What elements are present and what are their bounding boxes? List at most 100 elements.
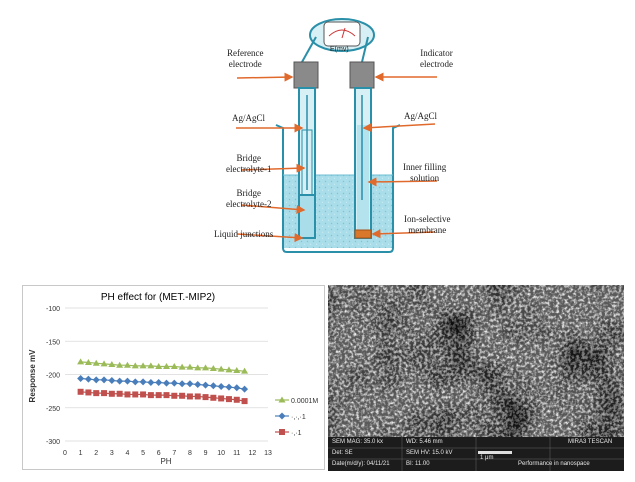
x-tick-label: 3: [110, 450, 114, 457]
data-point: [124, 391, 131, 398]
data-point: [123, 377, 131, 385]
x-axis-label: PH: [160, 457, 171, 466]
sem-brand: MIRA3 TESCAN: [568, 439, 613, 445]
reference-electrode: [293, 61, 319, 239]
data-point: [170, 379, 178, 387]
data-point: [202, 394, 209, 401]
ion-selective-label: Ion-selective membrane: [404, 214, 451, 235]
data-point: [217, 365, 225, 372]
data-point: [225, 383, 233, 391]
data-point: [163, 363, 170, 370]
data-point: [279, 429, 285, 435]
y-axis-label: Response mV: [28, 349, 37, 403]
sem-bi: BI: 11.00: [406, 461, 430, 467]
data-point: [233, 367, 241, 374]
data-point: [186, 380, 194, 388]
data-point: [84, 375, 92, 383]
chart-canvas: PH effect for (MET.-MIP2) -100 -150 -200 -2…: [28, 292, 318, 466]
x-tick-label: 11: [233, 450, 240, 457]
sem-image: [328, 285, 624, 471]
data-point: [210, 394, 217, 401]
data-point: [186, 393, 193, 400]
data-point: [202, 364, 210, 371]
bridge-electrolyte-2-label: Bridge electrolyte-2: [226, 188, 272, 209]
sem-tagline: Performance in nanospace: [518, 461, 590, 467]
data-point: [100, 360, 108, 367]
data-point: [139, 362, 147, 369]
x-tick-label: 4: [126, 450, 130, 457]
data-point: [278, 412, 286, 420]
data-point: [85, 389, 92, 396]
y-tick-label: -100: [46, 306, 60, 313]
x-tick-label: 10: [217, 450, 225, 457]
data-point: [241, 367, 249, 374]
ph-effect-chart: PH effect for (MET.-MIP2) -100 -150 -200 -2…: [22, 285, 325, 470]
y-tick-label: -200: [46, 373, 60, 380]
data-point: [278, 396, 286, 403]
x-tick-label: 9: [204, 450, 208, 457]
data-point: [147, 392, 154, 399]
data-point: [147, 378, 155, 386]
data-point: [77, 358, 85, 365]
x-tick-label: 13: [264, 450, 272, 457]
sem-wd: WD: 5.46 mm: [406, 439, 443, 445]
data-point: [217, 382, 225, 390]
series-line: [80, 377, 245, 390]
data-point: [84, 359, 92, 366]
data-point: [241, 398, 248, 405]
x-tick-label: 1: [79, 450, 83, 457]
data-point: [194, 380, 202, 388]
x-tick-label: 0: [63, 450, 67, 457]
indicator-electrode-label: Indicator electrode: [420, 48, 453, 69]
voltmeter: [309, 18, 375, 52]
sem-date: Date(m/d/y): 04/11/21: [332, 461, 390, 467]
data-point: [155, 378, 163, 386]
data-point: [92, 359, 100, 366]
data-point: [139, 378, 147, 386]
x-tick-label: 6: [157, 450, 161, 457]
data-point: [178, 380, 186, 388]
data-point: [194, 364, 202, 371]
series-line: [80, 361, 245, 372]
y-tick-label: -300: [46, 439, 60, 446]
x-tick-label: 12: [248, 450, 256, 457]
inner-filling-label: Inner filling solution: [403, 162, 447, 183]
data-point: [101, 390, 108, 397]
data-point: [147, 362, 155, 369]
x-tick-label: 2: [94, 450, 98, 457]
data-point: [92, 376, 100, 384]
sem-det: Det: SE: [332, 450, 353, 456]
legend-label: 0.0001M: [291, 398, 318, 405]
data-point: [163, 392, 170, 399]
data-point: [108, 390, 115, 397]
data-point: [209, 382, 217, 390]
chart-title: PH effect for (MET.-MIP2): [101, 292, 215, 303]
y-tick-label: -150: [46, 339, 60, 346]
liquid-junctions-label: Liquid junctions: [214, 229, 274, 239]
data-point: [131, 378, 139, 386]
data-point: [171, 392, 178, 399]
data-point: [140, 391, 147, 398]
data-point: [225, 366, 233, 373]
data-point: [225, 396, 232, 403]
bridge-electrolyte-1-label: Bridge electrolyte-1: [226, 153, 272, 174]
data-point: [209, 365, 217, 372]
meter-label: E(mv): [330, 46, 349, 53]
data-point: [123, 361, 131, 368]
data-point: [155, 392, 162, 399]
agagcl-left-label: Ag/AgCl: [232, 113, 266, 123]
data-point: [116, 390, 123, 397]
data-point: [108, 376, 116, 384]
data-point: [93, 390, 100, 397]
data-point: [202, 381, 210, 389]
electrode-diagram: [236, 18, 438, 253]
data-point: [100, 376, 108, 384]
data-point: [179, 392, 186, 399]
data-point: [116, 361, 124, 368]
legend-label: ·,·,·1: [291, 414, 306, 421]
sem-scale-label: 1 μm: [480, 455, 494, 461]
y-tick-label: -250: [46, 406, 60, 413]
data-point: [155, 363, 163, 370]
series-line: [80, 391, 245, 402]
data-point: [170, 363, 178, 370]
